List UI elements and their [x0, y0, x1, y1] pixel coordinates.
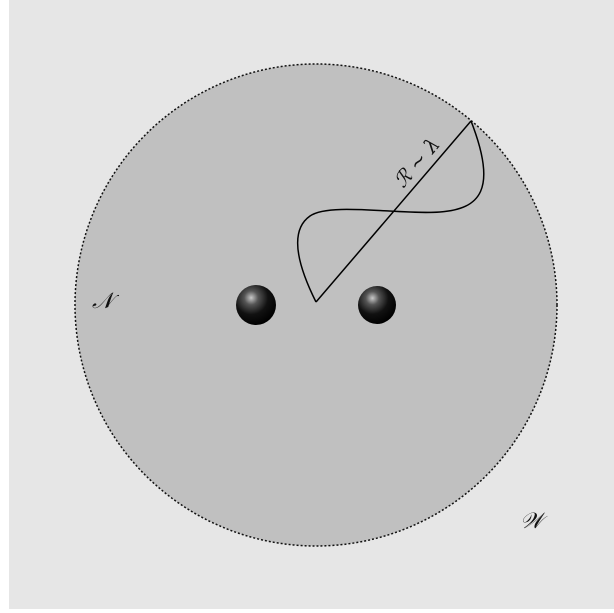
black-hole-right-icon: [358, 286, 396, 324]
black-hole-left-icon: [236, 285, 276, 325]
wave-zone-label: 𝒲: [520, 509, 548, 534]
near-zone-disk: [75, 64, 557, 546]
